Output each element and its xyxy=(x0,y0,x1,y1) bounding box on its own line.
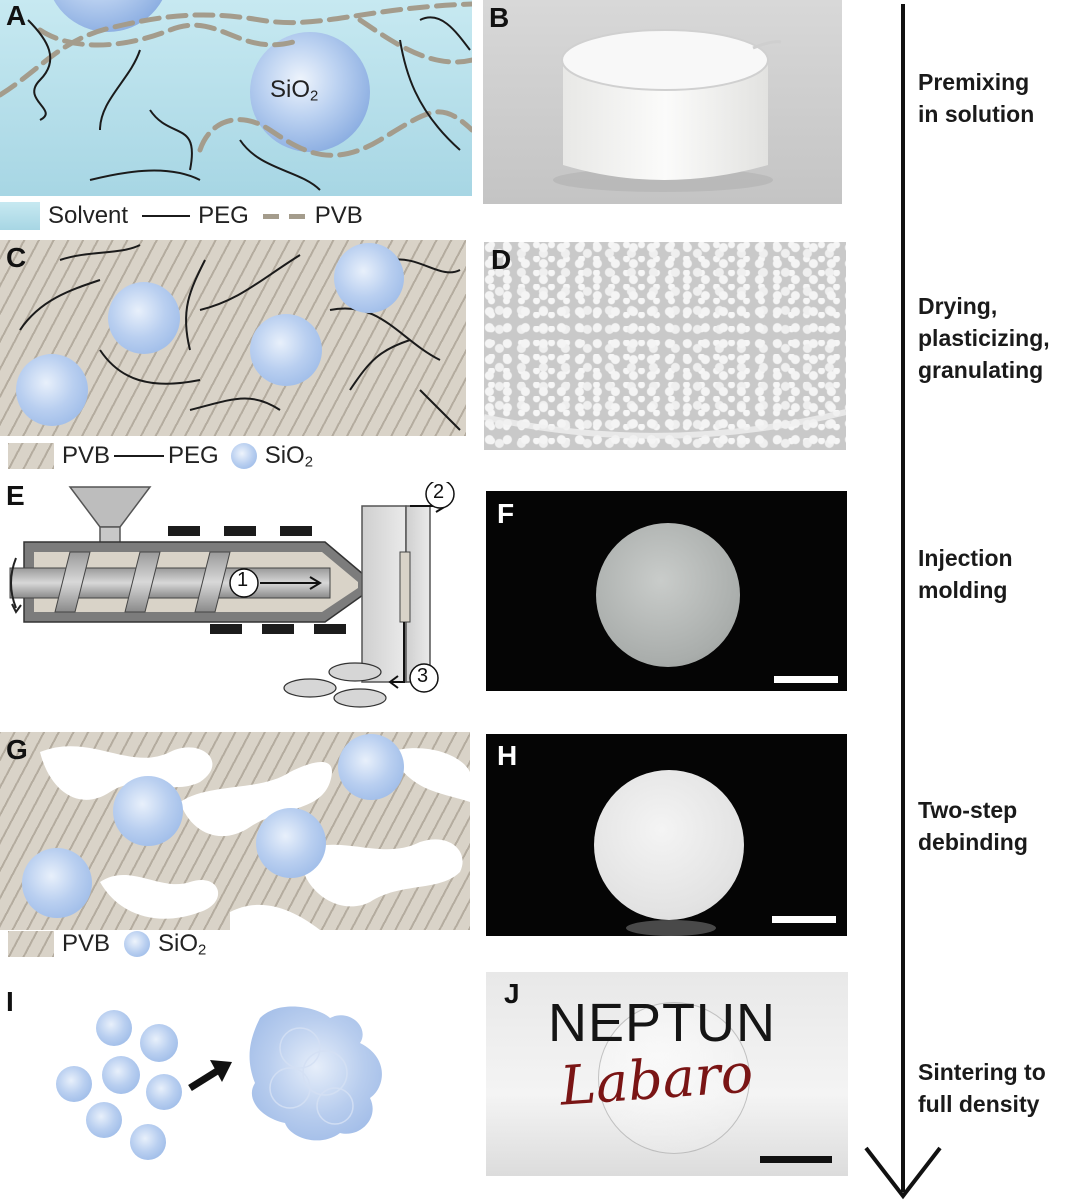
legend-g: PVB SiO2 xyxy=(8,930,206,959)
sio2-sphere xyxy=(86,1102,122,1138)
step-sintering: Sintering to full density xyxy=(918,1056,1078,1120)
step-line: Premixing xyxy=(918,69,1030,95)
legend-peg-label: PEG xyxy=(198,202,249,229)
step-line: plasticizing, xyxy=(918,325,1050,351)
panel-letter-f: F xyxy=(497,498,515,529)
legend-pvb-label: PVB xyxy=(314,202,363,229)
step-line: Sintering to xyxy=(918,1059,1046,1085)
panel-g-debinding-diagram xyxy=(0,732,470,930)
sio2-subscript: 2 xyxy=(304,454,314,471)
sio2-text: SiO xyxy=(158,930,199,957)
sio2-sphere-label: SiO2 xyxy=(270,76,318,105)
labaro-script-text: Labaro xyxy=(558,1041,756,1118)
beaker-drawing xyxy=(553,29,782,192)
panel-j-transparent-glass-photo: NEPTUN Labaro xyxy=(486,972,848,1176)
molded-disc xyxy=(596,523,740,667)
debinded-disc xyxy=(594,770,744,920)
dish-rim xyxy=(484,409,846,439)
sio2-sphere xyxy=(140,1024,178,1062)
step-marker-2-label: 2 xyxy=(433,481,445,503)
sio2-sphere xyxy=(56,1066,92,1102)
panel-e-injection-molding-diagram xyxy=(0,482,468,708)
sio2-sphere xyxy=(250,314,322,386)
sio2-text: SiO xyxy=(264,442,305,469)
extruder-drawing xyxy=(9,482,455,708)
sio2-sphere xyxy=(130,1124,166,1160)
peg-line-swatch xyxy=(114,455,165,458)
solvent-swatch xyxy=(0,202,40,230)
scale-bar xyxy=(772,916,836,923)
panel-c-peg-chains xyxy=(19,244,461,431)
sio2-text: SiO xyxy=(270,76,311,103)
panel-letter-j: J xyxy=(504,978,520,1009)
legend-c: PVB PEG SiO2 xyxy=(8,442,313,471)
sio2-sphere xyxy=(96,1010,132,1046)
sio2-subscript: 2 xyxy=(198,942,207,959)
panel-a-solution-diagram: SiO2 xyxy=(0,0,472,196)
sintered-body xyxy=(249,1006,382,1141)
neptun-text: NEPTUN xyxy=(548,993,777,1053)
panel-letter-c: C xyxy=(6,242,27,273)
pvb-hatch-swatch xyxy=(8,931,54,958)
sio2-sphere xyxy=(22,848,92,918)
sio2-subscript: 2 xyxy=(310,88,319,105)
panel-b-beaker-photo xyxy=(483,0,842,204)
step-line: Drying, xyxy=(918,293,998,319)
sio2-sphere xyxy=(334,243,404,313)
sio2-sphere xyxy=(16,354,88,426)
sio2-sphere xyxy=(146,1074,182,1110)
panel-h-debinded-disc-photo xyxy=(486,734,847,936)
glass-disc xyxy=(598,1002,750,1154)
legend-pvb-label: PVB xyxy=(62,442,111,470)
panel-i-sintering-diagram xyxy=(0,988,470,1172)
panel-letter-a: A xyxy=(6,0,27,31)
step-marker-3-label: 3 xyxy=(417,665,429,687)
panel-letter-i: I xyxy=(6,986,14,1017)
sio2-sphere-large xyxy=(250,32,370,152)
legend-sio2-label: SiO2 xyxy=(158,930,206,959)
panel-c-granulate-diagram xyxy=(0,240,466,436)
step-line: granulating xyxy=(918,357,1044,383)
step-premixing: Premixing in solution xyxy=(918,66,1078,130)
panel-letter-h: H xyxy=(497,740,518,771)
step-drying-plasticizing-granulating: Drying, plasticizing, granulating xyxy=(918,290,1078,386)
step-line: molding xyxy=(918,577,1008,603)
step-line: Injection xyxy=(918,545,1013,571)
sio2-sphere xyxy=(338,734,404,800)
sinter-arrow-and-body xyxy=(188,1006,382,1141)
step-two-step-debinding: Two-step debinding xyxy=(918,794,1078,858)
sio2-sphere xyxy=(102,1056,140,1094)
step-line: full density xyxy=(918,1091,1040,1117)
sio2-sphere xyxy=(256,808,326,878)
panel-a-drawing xyxy=(0,0,472,191)
legend-peg-label: PEG xyxy=(168,442,219,470)
sio2-ball-swatch xyxy=(124,931,151,958)
legend-sio2-label: SiO2 xyxy=(265,442,313,471)
panel-d-granules-photo xyxy=(484,242,846,450)
step-marker-1-label: 1 xyxy=(237,569,249,591)
peg-line-swatch xyxy=(142,215,191,217)
step-injection-molding: Injection molding xyxy=(918,542,1078,606)
scale-bar xyxy=(774,676,838,683)
step-line: Two-step xyxy=(918,797,1018,823)
scale-bar xyxy=(760,1156,832,1163)
panel-letter-g: G xyxy=(6,734,28,765)
panel-letter-b: B xyxy=(489,2,510,33)
legend-a: Solvent PEG PVB xyxy=(0,202,363,230)
panel-letter-d: D xyxy=(491,244,512,275)
sio2-sphere xyxy=(53,0,163,32)
process-flow-arrow xyxy=(864,4,942,1200)
step-line: debinding xyxy=(918,829,1028,855)
disc-reflection xyxy=(626,920,716,936)
pvb-hatch-swatch xyxy=(8,443,54,470)
pvb-dash-swatch xyxy=(262,213,307,219)
legend-pvb-label: PVB xyxy=(62,930,111,958)
sio2-sphere xyxy=(108,282,180,354)
panel-letter-e: E xyxy=(6,480,25,511)
panel-f-molded-disc-photo xyxy=(486,491,847,691)
sio2-ball-swatch xyxy=(230,443,257,470)
sio2-sphere xyxy=(113,776,183,846)
step-line: in solution xyxy=(918,101,1035,127)
legend-solvent-label: Solvent xyxy=(48,202,129,229)
